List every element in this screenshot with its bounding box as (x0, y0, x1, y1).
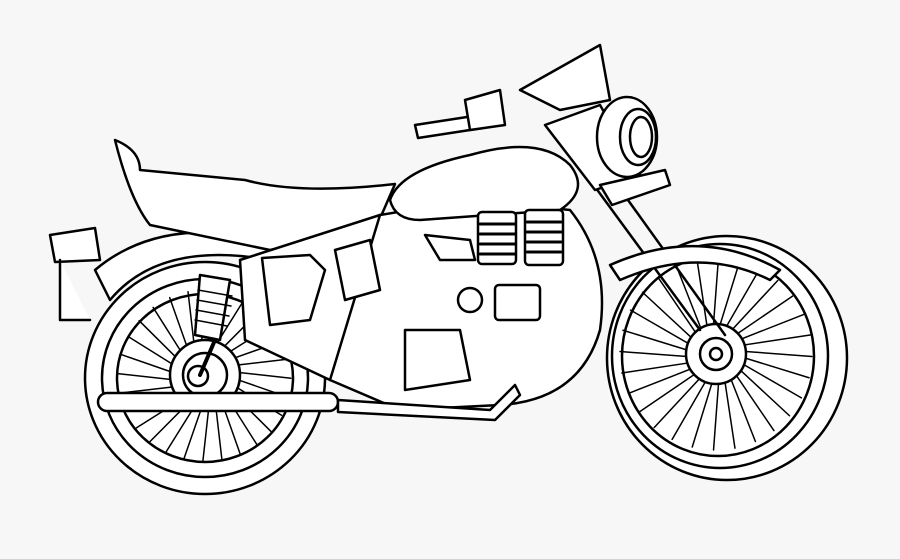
front-fork (590, 175, 780, 335)
rear-fender (50, 228, 270, 320)
handlebar-headlight (415, 45, 670, 205)
seat (115, 140, 395, 250)
engine (425, 210, 563, 320)
rear-shock (195, 275, 232, 375)
front-wheel (607, 236, 847, 480)
exhaust-pipe (98, 385, 520, 420)
fuel-tank (390, 147, 578, 220)
